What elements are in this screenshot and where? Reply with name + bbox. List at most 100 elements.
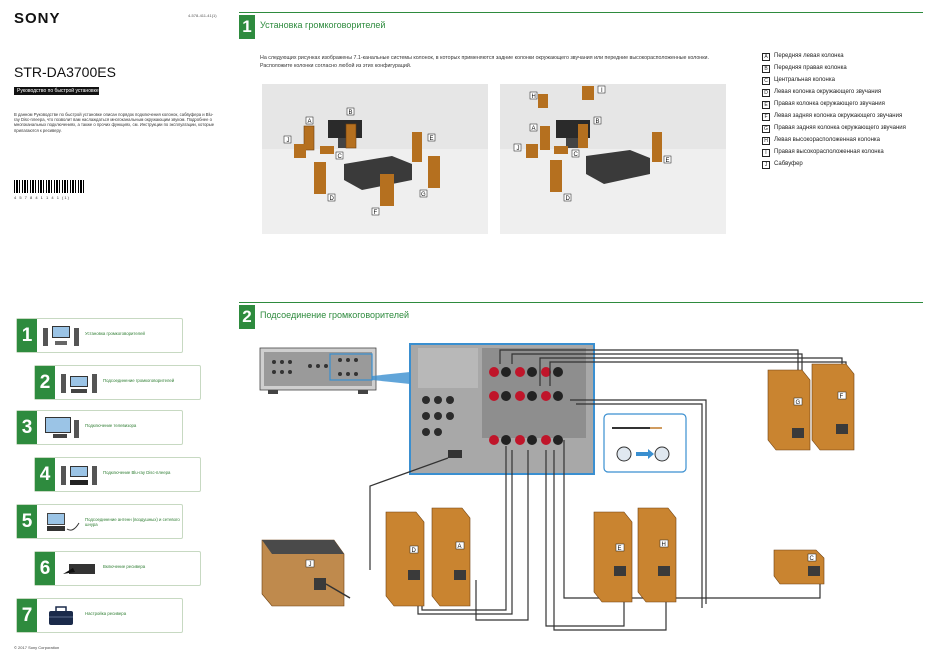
speaker-C: C [773,549,825,585]
step-1-card[interactable]: 1 Установка громкоговорителей [16,318,183,353]
legend-text: Левая колонка окружающего звучания [774,89,882,95]
step-7-card[interactable]: 7 Настройка ресивера [16,598,183,633]
label-C: C [338,154,343,160]
subwoofer-J: J [261,539,351,607]
label-H: H [532,94,536,100]
label-F: F [374,210,378,216]
legend-item: H Левая высокорасположенная колонка [762,137,924,145]
legend-text: Передняя левая колонка [774,53,844,59]
speakers-setup-icon [43,326,79,346]
wire-preparation-inset [603,413,687,473]
brand-logo: SONY [14,10,61,27]
speaker-H: H [637,507,677,603]
legend-item: I Правая высокорасположенная колонка [762,149,924,157]
legend-text: Правая колонка окружающего звучания [774,101,885,107]
legend-item: J Сабвуфер [762,161,924,169]
section-number: 2 [239,305,255,329]
guide-label: Руководство по быстрой установке [14,87,99,95]
step-3-card[interactable]: 3 Подключение телевизора [16,410,183,445]
legend-text: Центральная колонка [774,77,835,83]
room-layout-diagram-1: A B C D E F G J [262,84,488,234]
label-J: J [517,146,520,152]
step-label: Подключение Blu-ray Disc-плеера [103,470,171,475]
label-G: G [421,192,426,198]
speaker-cables [369,349,847,631]
legend-item: F Левая задняя колонка окружающего звучан… [762,113,924,121]
label-E: E [430,136,434,142]
legend-letter: A [762,53,770,61]
label-A: A [308,119,312,125]
model-name: STR-DA3700ES [14,64,116,80]
step-number: 3 [17,411,37,444]
toolbox-icon [49,606,73,625]
legend-letter: E [762,101,770,109]
step-label: Подсоединение антенн (воздушных) и сетев… [85,517,180,527]
room-layout-diagram-2: H I A B C D E J [500,84,726,234]
svg-text:J: J [309,562,312,568]
svg-text:A: A [458,544,462,550]
legend-letter: I [762,149,770,157]
legend-item: E Правая колонка окружающего звучания [762,101,924,109]
speaker-E: E [593,511,633,603]
legend-text: Левая высокорасположенная колонка [774,137,880,143]
section-1-description: На следующих рисунках изображены 7.1-кан… [260,55,709,69]
svg-text:C: C [810,556,815,562]
step-number: 5 [17,505,37,538]
bluray-player-icon [61,466,97,485]
legend-item: G Правая задняя колонка окружающего звуча… [762,125,924,133]
legend-text: Правая высокорасположенная колонка [774,149,884,155]
tv-connection-icon [45,417,79,438]
receiver-rear-panel [259,347,377,394]
section-title: Установка громкоговорителей [260,20,386,30]
step-4-card[interactable]: 4 Подключение Blu-ray Disc-плеера [34,457,201,492]
speaker-A: A [431,507,471,607]
step-5-card[interactable]: 5 Подсоединение антенн (воздушных) и сет… [16,504,183,539]
intro-text: В данном Руководстве по быстрой установк… [14,112,215,133]
step-2-card[interactable]: 2 Подсоединение громкоговорителей [34,365,201,400]
power-on-icon [63,564,95,574]
legend-text: Левая задняя колонка окружающего звучани… [774,113,903,119]
svg-text:D: D [412,548,417,554]
label-E: E [666,158,670,164]
svg-text:G: G [796,400,801,406]
barcode [14,180,86,193]
section-2-header: 2 Подсоединение громкоговорителей [239,302,923,329]
step-number: 7 [17,599,37,632]
section-title: Подсоединение громкоговорителей [260,310,410,320]
step-number: 1 [17,319,37,352]
legend-letter: F [762,113,770,121]
svg-text:H: H [662,542,666,548]
legend-letter: H [762,137,770,145]
legend-letter: G [762,125,770,133]
step-label: Подключение телевизора [85,423,137,428]
section-1-header: 1 Установка громкоговорителей [239,12,923,39]
step-number: 6 [35,552,55,585]
legend-letter: J [762,161,770,169]
label-B: B [596,119,600,125]
step-label: Настройка ресивера [85,611,127,616]
label-B: B [349,110,353,116]
step-number: 2 [35,366,55,399]
speaker-terminals-closeup [409,343,595,475]
step-label: Установка громкоговорителей [85,331,145,336]
svg-text:E: E [618,546,622,552]
step-6-card[interactable]: 6 Включение ресивера [34,551,201,586]
label-I: I [601,88,603,94]
svg-text:F: F [840,394,844,400]
legend-item: A Передняя левая колонка [762,53,924,61]
legend-text: Сабвуфер [774,161,803,167]
step-label: Подсоединение громкоговорителей [103,378,175,383]
antenna-power-icon [47,513,80,531]
legend-text: Передняя правая колонка [774,65,847,71]
legend-text: Правая задняя колонка окружающего звучан… [774,125,906,131]
label-A: A [532,126,536,132]
section-number: 1 [239,15,255,39]
label-C: C [574,152,579,158]
copyright: © 2017 Sony Corporation [14,645,60,650]
speaker-G: G [767,369,811,451]
speaker-F: F [811,363,855,451]
